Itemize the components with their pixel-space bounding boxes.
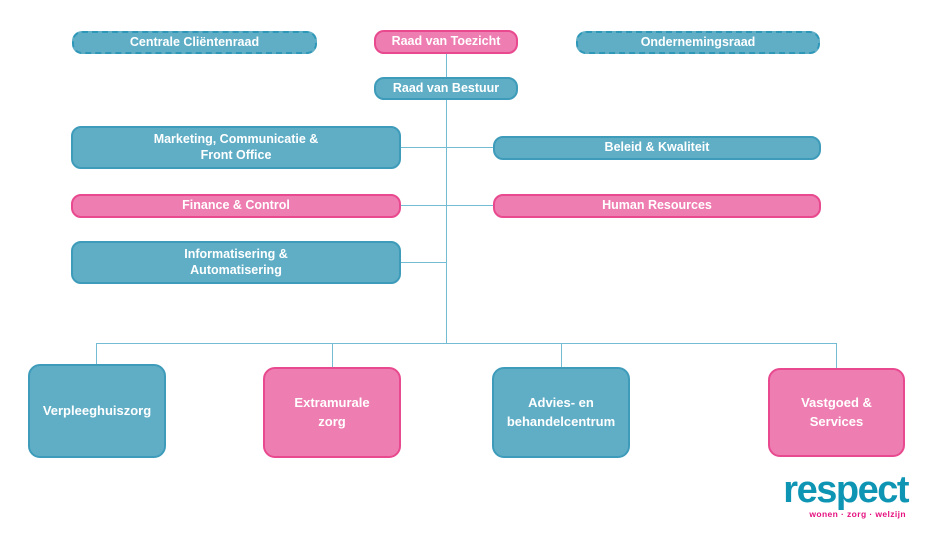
connector-informatisering-stem <box>401 262 447 263</box>
respect-logo: respect wonen · zorg · welzijn <box>783 469 909 520</box>
connector-drop-extramurale <box>332 343 333 367</box>
org-node-advies-behandelcentrum: Advies- en behandelcentrum <box>492 367 630 458</box>
org-node-raad-van-toezicht: Raad van Toezicht <box>374 30 518 54</box>
org-node-finance-control: Finance & Control <box>71 194 401 218</box>
org-node-human-resources: Human Resources <box>493 194 821 218</box>
org-node-ondernemingsraad: Ondernemingsraad <box>576 31 820 54</box>
org-node-extramurale-zorg: Extramurale zorg <box>263 367 401 458</box>
org-node-beleid-kwaliteit: Beleid & Kwaliteit <box>493 136 821 160</box>
connector-finance-hr <box>401 205 493 206</box>
org-node-raad-van-bestuur: Raad van Bestuur <box>374 77 518 100</box>
logo-tagline: wonen · zorg · welzijn <box>809 509 906 520</box>
logo-wordmark: respect <box>783 469 909 511</box>
org-node-verpleeghuiszorg: Verpleeghuiszorg <box>28 364 166 458</box>
connector-toezicht-bestuur <box>446 54 447 77</box>
connector-drop-verpleeghuiszorg <box>96 343 97 364</box>
org-node-vastgoed-services: Vastgoed & Services <box>768 368 905 457</box>
connector-drop-vastgoed <box>836 343 837 368</box>
connector-main-stem <box>446 100 447 343</box>
connector-drop-advies <box>561 343 562 367</box>
connector-marketing-beleid <box>401 147 493 148</box>
connector-bottom-bar <box>96 343 836 344</box>
org-node-informatisering-automatisering: Informatisering & Automatisering <box>71 241 401 284</box>
org-node-marketing-communicatie-front-office: Marketing, Communicatie & Front Office <box>71 126 401 169</box>
org-node-centrale-clientenraad: Centrale Cliëntenraad <box>72 31 317 54</box>
